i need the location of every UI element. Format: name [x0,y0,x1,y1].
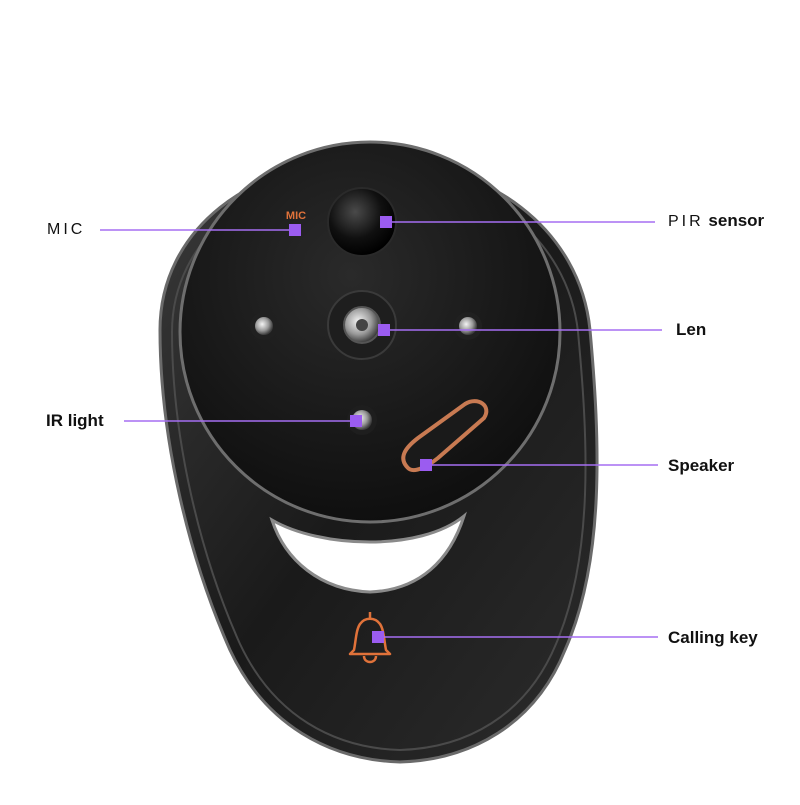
marker-ir [350,415,362,427]
marker-mic [289,224,301,236]
marker-len [378,324,390,336]
markers [289,216,432,643]
label-speaker: Speaker [668,456,735,475]
label-len: Len [676,320,707,339]
label-pir-prefix: PIR [668,213,704,230]
label-pir-suffix: sensor [708,211,765,230]
device-rim [170,168,587,752]
screw-right [454,312,482,340]
leader-lines [100,221,662,638]
label-pir-sensor: PIR sensor [668,211,764,232]
screw-left [250,312,278,340]
mic-marking: MIC [286,210,306,222]
marker-pir [380,216,392,228]
handle-cutout [269,511,467,594]
label-calling-key: Calling key [668,628,758,647]
marker-speaker [420,459,432,471]
label-ir-light: IR light [46,411,104,430]
camera-lens-center [356,319,368,331]
marker-calling [372,631,384,643]
label-mic: MIC [47,221,86,238]
bell-icon[interactable] [348,612,392,664]
